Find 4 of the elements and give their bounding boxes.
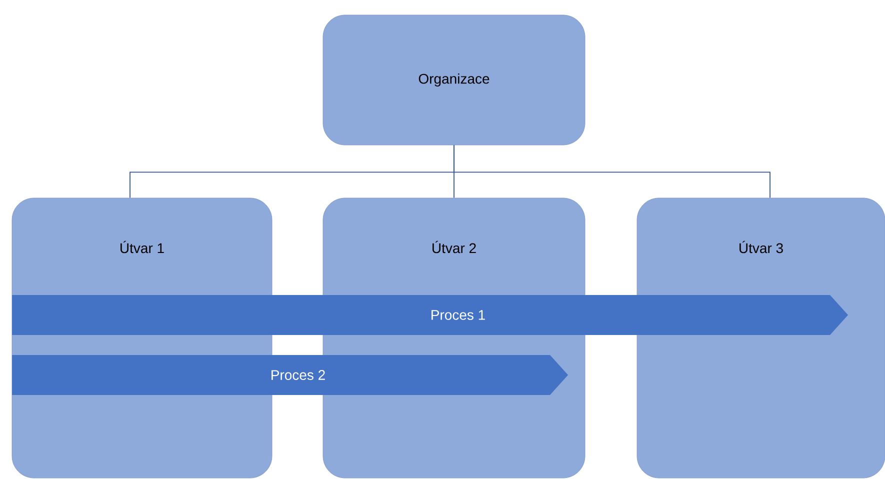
process-band: Proces 2 (12, 355, 568, 395)
organization-box: Organizace (322, 14, 586, 146)
connector-line (454, 144, 770, 198)
process-band: Proces 1 (12, 295, 848, 335)
